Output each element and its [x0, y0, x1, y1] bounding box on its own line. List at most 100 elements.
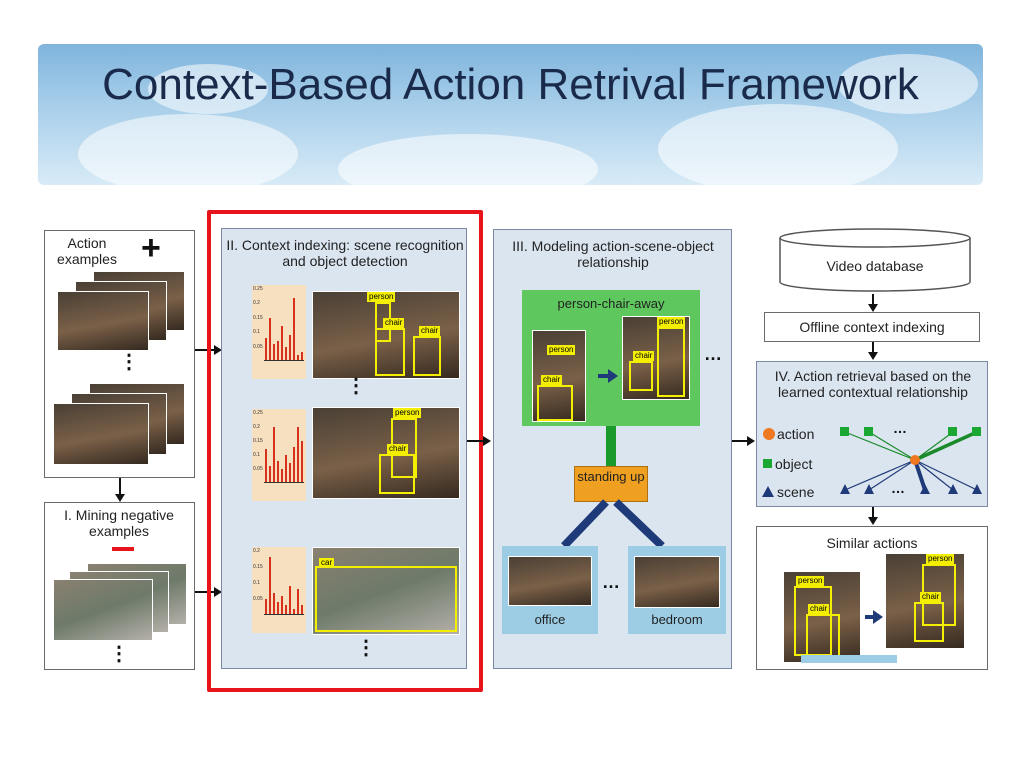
office-frame: [508, 556, 592, 606]
histogram-bar: [268, 466, 271, 483]
bedroom-frame: [634, 556, 720, 608]
mining-negative-label: I. Mining negative examples: [64, 507, 174, 539]
arrowhead-navy-icon: [608, 369, 618, 383]
mining-negative-panel: I. Mining negative examples ⋮: [44, 502, 195, 670]
histogram-bar: [284, 346, 287, 361]
person-tag: person: [796, 576, 825, 586]
action-examples-label: Action examples: [57, 235, 117, 267]
histogram-bar: [280, 326, 283, 361]
highlight-frame: [207, 210, 483, 692]
standing-up-label: standing up: [577, 469, 645, 484]
arrowhead-right-icon: [214, 345, 222, 355]
arrow-down-offline: [872, 342, 874, 354]
arrow-down-retrieval: [872, 507, 874, 519]
histogram-bar: [296, 589, 299, 615]
chair-tag: chair: [383, 318, 405, 328]
arrow-right-icon: [865, 615, 875, 619]
histogram-bar: [268, 557, 271, 615]
arrowhead-right-icon: [483, 436, 491, 446]
chair-tag: chair: [419, 326, 441, 336]
database-cylinder-icon: [779, 228, 971, 292]
histogram-tick-label: 0.2: [253, 300, 260, 307]
action-frame-front: [57, 291, 149, 351]
context-indexing-title: II. Context indexing: scene recognition …: [226, 237, 464, 269]
histogram-tick-label: 0.25: [253, 286, 263, 292]
histogram-tick-label: 0.05: [253, 466, 263, 472]
offline-indexing-box: Offline context indexing: [764, 312, 980, 342]
histogram-tick-label: 0.15: [253, 314, 263, 321]
histogram-bar: [276, 602, 279, 615]
scene-frame-3: car: [312, 547, 460, 635]
person-detection-box: [657, 327, 685, 397]
retrieval-panel: IV. Action retrieval based on the learne…: [756, 361, 988, 507]
histogram-bar: [264, 337, 267, 361]
similar-actions-label: Similar actions: [826, 535, 918, 551]
relation-label: person-chair-away: [557, 296, 665, 311]
legend-scene-label: scene: [777, 484, 815, 500]
arrow-right-top: [195, 349, 215, 351]
person-tag: person: [926, 554, 955, 564]
negative-frame-front: [53, 579, 153, 641]
floor-shadow: [801, 655, 897, 663]
car-tag: car: [319, 558, 335, 568]
person-tag: person: [547, 345, 576, 355]
histogram-bar: [288, 586, 291, 615]
offline-indexing-label: Offline context indexing: [799, 319, 945, 335]
chair-detection-box: [413, 336, 441, 376]
chair-detection-box: [537, 385, 573, 421]
histogram-bar: [268, 317, 271, 361]
histogram-axis: [264, 482, 304, 483]
scene-connectors: [561, 499, 665, 549]
retrieval-graph: [762, 427, 982, 497]
arrowhead-down-icon: [115, 494, 125, 502]
histogram-bar: [300, 605, 303, 615]
histogram-tick-label: 0.15: [253, 438, 263, 444]
chair-detection-box: [379, 454, 415, 494]
histogram-bar: [296, 427, 299, 483]
histogram-bar: [272, 343, 275, 361]
histogram-bar: [284, 605, 287, 615]
chair-detection-box: [375, 328, 405, 376]
relation-card: person-chair-away person chair person ch…: [522, 290, 700, 426]
modeling-panel: III. Modeling action-scene-object relati…: [493, 229, 732, 669]
car-detection-box: [315, 566, 457, 632]
vertical-ellipsis-icon: ⋮: [346, 375, 366, 397]
histogram-bar: [288, 335, 291, 361]
histogram-bar: [264, 599, 267, 615]
arrow-right-icon: [598, 374, 610, 378]
histogram-bar: [276, 340, 279, 361]
action-frame-stack2-front: [53, 403, 149, 465]
histogram-bar: [296, 355, 299, 361]
vertical-ellipsis-icon: ⋮: [119, 351, 139, 373]
horizontal-ellipsis-icon: …: [891, 480, 905, 496]
histogram-bar: [272, 427, 275, 483]
chair-tag: chair: [387, 444, 409, 454]
arrowhead-down-icon: [868, 352, 878, 360]
histogram-bar: [280, 595, 283, 615]
retrieval-title: IV. Action retrieval based on the learne…: [774, 368, 972, 400]
chair-tag: chair: [920, 592, 942, 602]
histogram-bar: [292, 446, 295, 483]
histogram-bar: [288, 463, 291, 483]
chair-tag: chair: [633, 351, 655, 361]
histogram-tick-label: 0.05: [253, 343, 263, 350]
histogram-tick-label: 0.15: [253, 564, 263, 570]
histogram-bar: [272, 592, 275, 615]
relation-frame-after: person chair: [622, 316, 690, 400]
action-examples-panel: Action examples + ⋮: [44, 229, 195, 478]
legend-object-label: object: [775, 456, 813, 472]
video-database-label: Video database: [826, 258, 924, 274]
arrow-right-bottom: [195, 591, 215, 593]
arrowhead-navy-icon: [873, 610, 883, 624]
arrow-down-db: [872, 294, 874, 306]
chair-detection-box: [629, 361, 653, 391]
office-scene-card: office: [502, 546, 598, 634]
vertical-ellipsis-icon: ⋮: [109, 643, 129, 665]
histogram-bar: [280, 469, 283, 483]
histogram-tick-label: 0.05: [253, 596, 263, 602]
arrowhead-right-icon: [214, 587, 222, 597]
chair-tag: chair: [808, 604, 830, 614]
title-banner: Context-Based Action Retrival Framework: [38, 44, 983, 185]
